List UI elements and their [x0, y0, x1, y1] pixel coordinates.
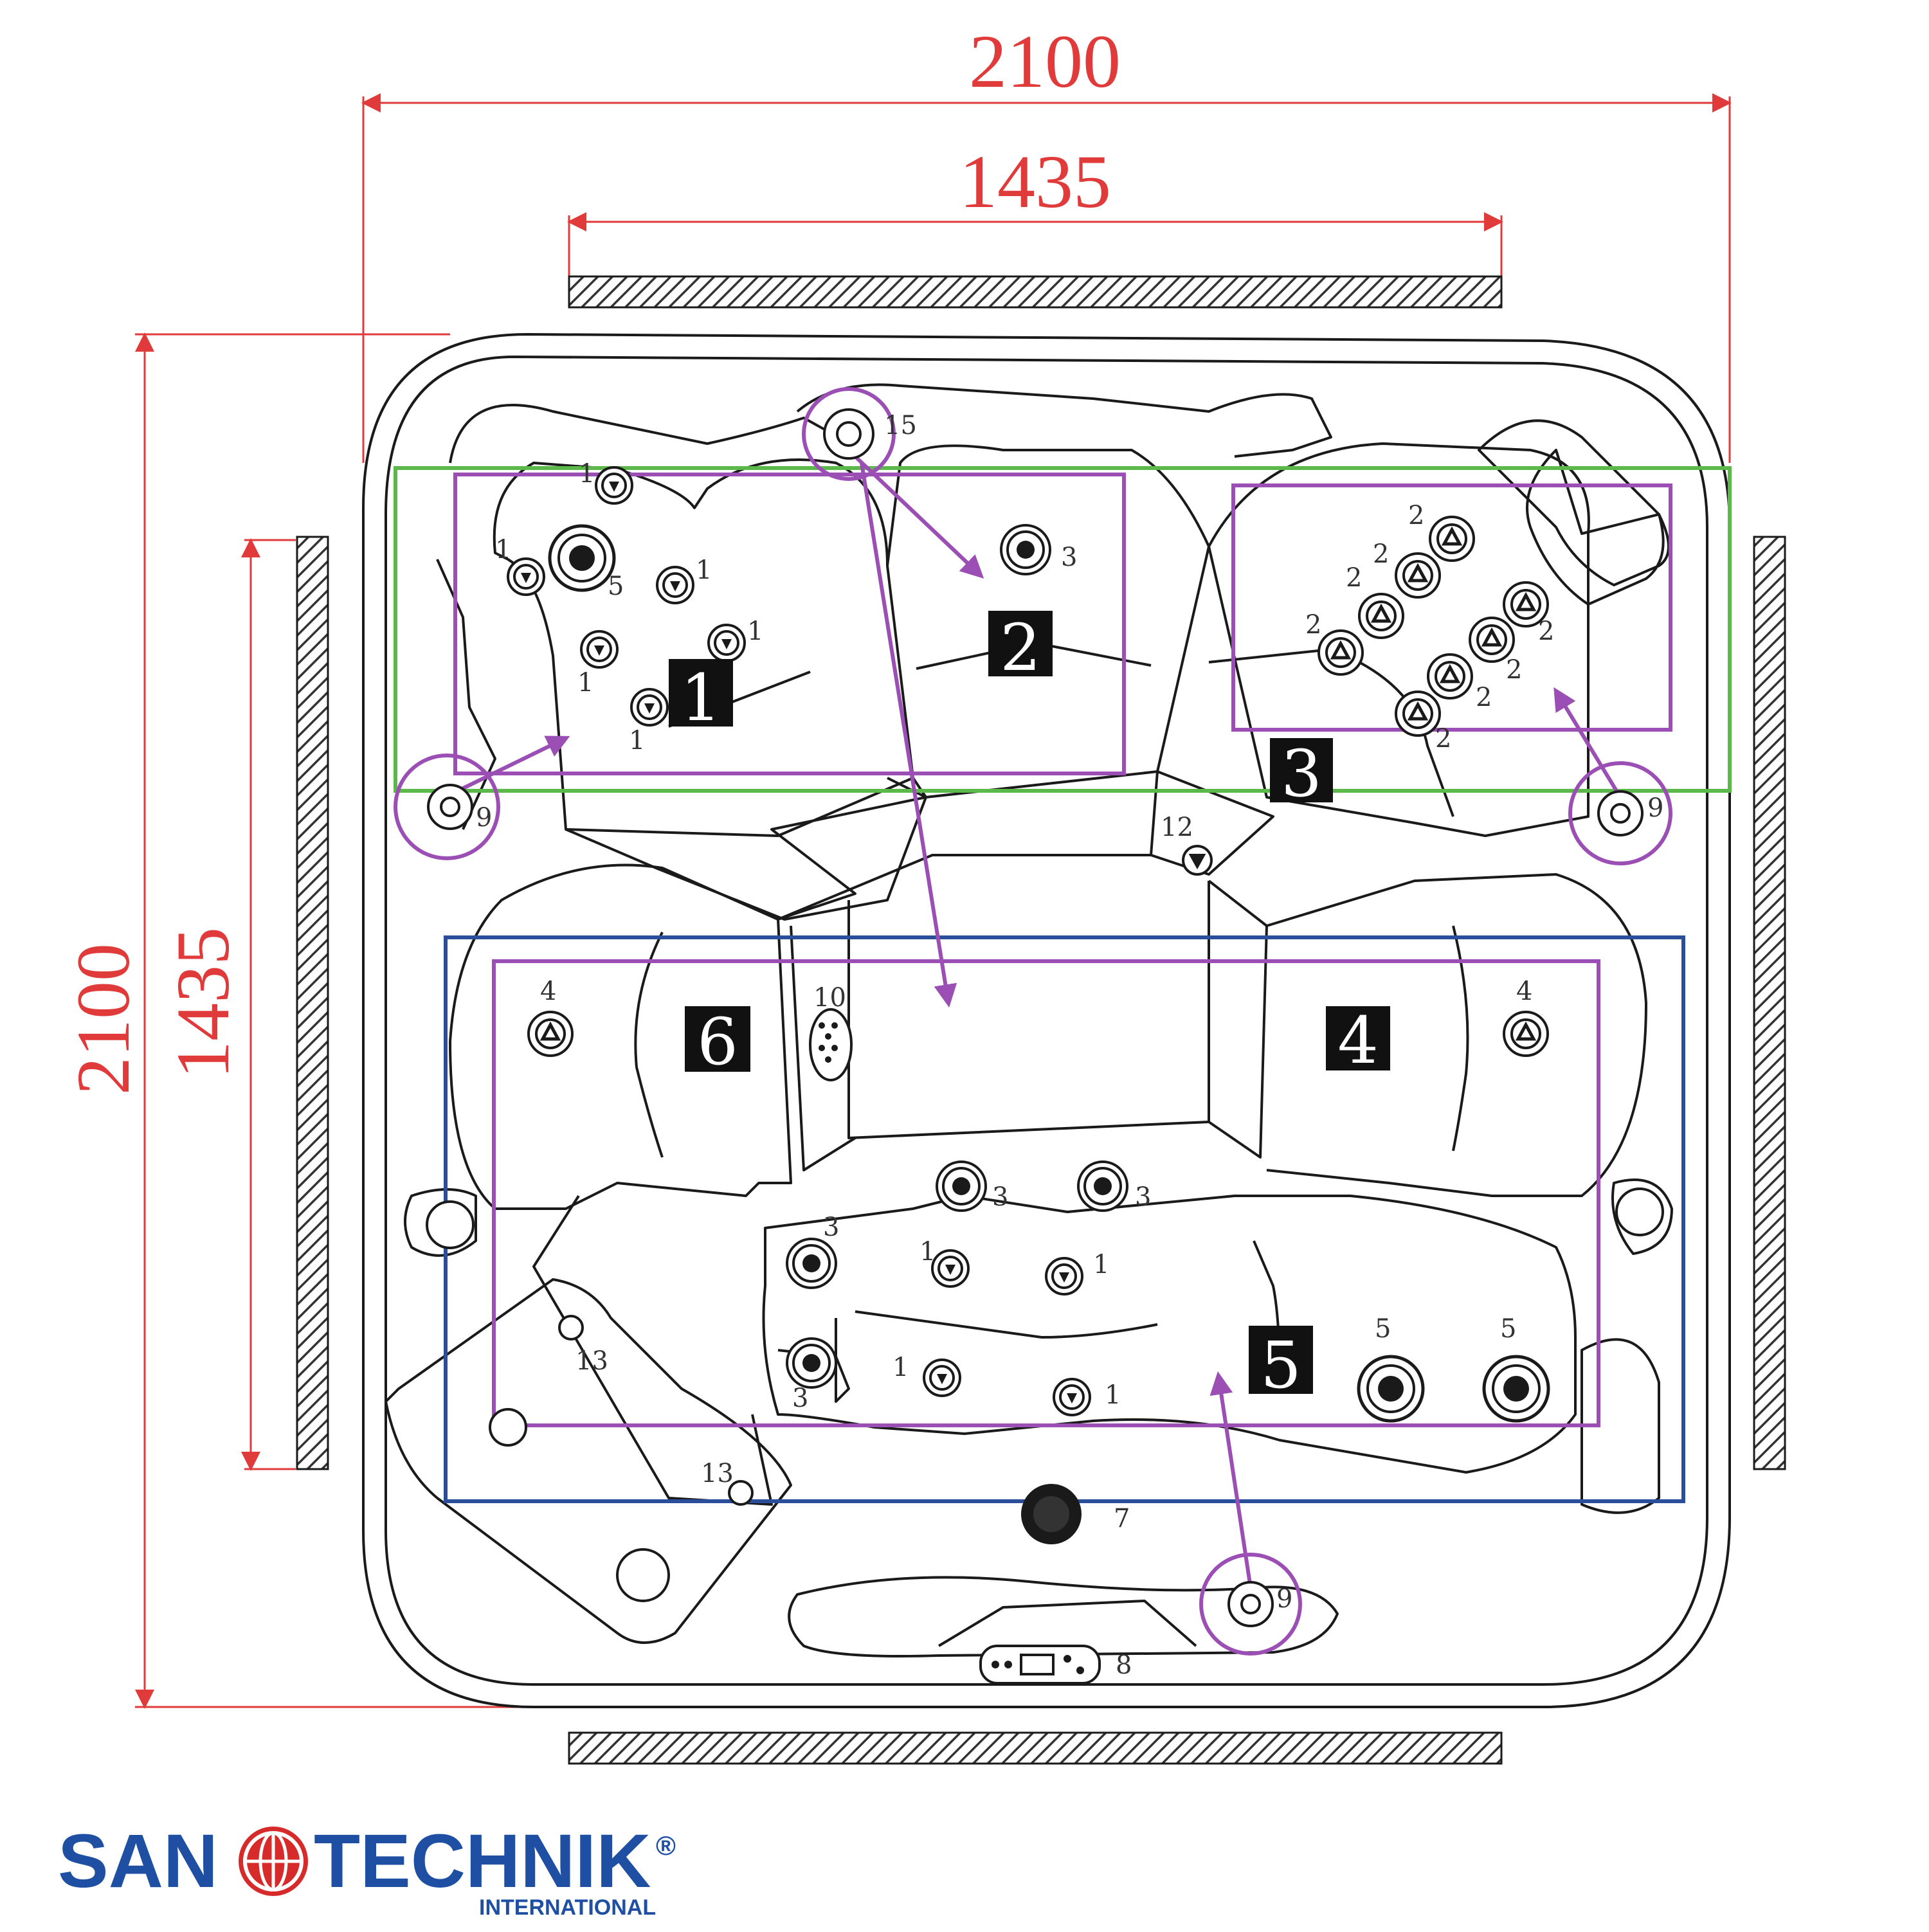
fitting-numbers: 15 9 9 9 12 10 7 8 13 13 [476, 411, 1663, 1680]
fitting-label-drain: 15 [884, 411, 917, 440]
jet-label: 3 [1135, 1182, 1151, 1212]
step-bar-top [568, 275, 1503, 309]
seat-number: 3 [1281, 736, 1322, 811]
width-dimension-inner: 1435 [959, 140, 1111, 224]
fitting-label-control: 8 [1116, 1650, 1132, 1680]
jet-label: 3 [792, 1384, 808, 1413]
jet-label: 1 [1093, 1250, 1109, 1279]
seat-number: 2 [1000, 610, 1041, 685]
fitting-label-filter: 12 [1161, 813, 1193, 842]
jet-label: 5 [608, 572, 624, 601]
logo-registered: ® [656, 1830, 676, 1861]
seat-number: 1 [680, 660, 721, 736]
step-bar-left [296, 536, 329, 1470]
flow-arrows [457, 455, 1622, 1589]
jet-label: 4 [540, 977, 556, 1006]
jet-label: 2 [1435, 724, 1451, 754]
logo-technik: TECHNIK [314, 1819, 651, 1904]
seat-number: 4 [1337, 1003, 1379, 1078]
height-dimension-inner: 1435 [161, 927, 245, 1079]
fitting-label-cup: 13 [575, 1346, 608, 1376]
jet-label: 3 [823, 1213, 839, 1242]
jet-label: 1 [495, 535, 511, 564]
fitting-label-cup: 13 [701, 1459, 734, 1488]
jet-label: 1 [629, 726, 645, 755]
step-bar-right [1753, 536, 1786, 1470]
jet-label: 1 [892, 1353, 909, 1382]
dimension-lines [135, 93, 1732, 1709]
air-control-dots [819, 1022, 1084, 1674]
jet-label: 4 [1516, 977, 1532, 1006]
fitting-label-valve-right: 9 [1647, 793, 1663, 823]
jet-label: 5 [1500, 1314, 1516, 1344]
jet-numbers: 1 1 5 1 1 1 1 3 2 2 2 2 2 2 2 2 4 4 3 3 … [495, 459, 1554, 1413]
seat-number: 5 [1260, 1328, 1301, 1403]
height-dimension-outer: 2100 [61, 943, 145, 1095]
seat-number: 6 [697, 1004, 738, 1079]
jet-label: 2 [1346, 563, 1362, 593]
fitting-label-air: 10 [813, 983, 846, 1013]
jet-label: 1 [696, 555, 712, 585]
zone-purple-seats-1-2 [453, 473, 1126, 775]
jet-label: 1 [1105, 1380, 1121, 1410]
valve-highlights [394, 387, 1672, 1656]
logo-san: SAN [58, 1819, 218, 1904]
fitting-label-valve-bottom: 9 [1276, 1584, 1292, 1614]
fitting-label-valve-left: 9 [476, 803, 492, 833]
jet-label: 1 [579, 459, 595, 489]
step-bar-bottom [568, 1731, 1503, 1765]
zone-green-top [394, 466, 1732, 793]
jet-label: 5 [1375, 1314, 1391, 1344]
fittings [426, 408, 1664, 1684]
jet-label: 2 [1476, 683, 1492, 712]
brand-logo: SAN TECHNIK ® INTERNATIONAL [58, 1819, 676, 1920]
width-dimension-outer: 2100 [969, 19, 1121, 104]
fitting-label-light: 7 [1114, 1504, 1130, 1533]
jet-label: 3 [1061, 543, 1077, 572]
zone-purple-seats-4-5-6 [492, 959, 1600, 1427]
globe-icon [239, 1827, 308, 1896]
jet-label: 1 [747, 617, 763, 646]
logo-international: INTERNATIONAL [479, 1895, 656, 1920]
jet-label: 2 [1538, 617, 1554, 646]
jet-label: 2 [1373, 539, 1389, 569]
jet-label: 2 [1506, 655, 1522, 685]
seat-badges: 1 2 3 4 5 6 [669, 610, 1390, 1403]
jet-label: 2 [1408, 501, 1424, 530]
jet-label: 1 [577, 668, 593, 698]
jet-label: 2 [1305, 610, 1321, 640]
jet-label: 3 [992, 1182, 1008, 1212]
zone-purple-seat-3 [1231, 483, 1672, 732]
jet-label: 1 [919, 1237, 936, 1267]
